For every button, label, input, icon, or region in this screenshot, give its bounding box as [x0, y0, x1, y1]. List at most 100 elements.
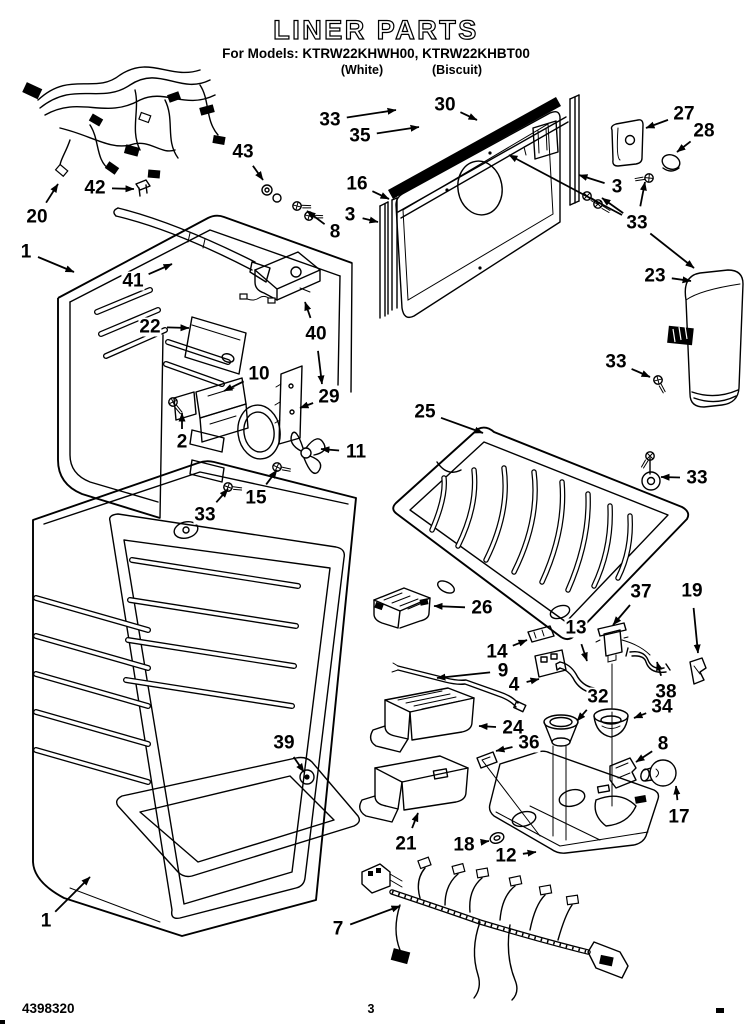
part-label-8: 8: [656, 733, 670, 755]
part-label-43: 43: [231, 141, 255, 163]
part-label-35: 35: [348, 125, 372, 147]
leader-arrow-3: [362, 216, 379, 224]
part-label-36: 36: [517, 732, 541, 754]
part-label-1: 1: [39, 910, 53, 932]
part-label-2: 2: [175, 431, 189, 453]
part-label-30: 30: [433, 94, 457, 116]
part-label-18: 18: [452, 834, 476, 856]
leader-arrow-28: [676, 140, 692, 153]
leader-arrow-16: [372, 190, 390, 200]
part-label-42: 42: [83, 177, 107, 199]
leader-arrow-37: [612, 604, 631, 626]
part-label-33: 33: [604, 351, 628, 373]
part-support-12: [488, 750, 660, 854]
part-bracket-27: [610, 119, 644, 167]
leader-arrow-33: [346, 107, 397, 119]
leader-arrow-34: [633, 711, 647, 719]
leader-arrow-3: [578, 174, 605, 184]
leader-arrow-11: [320, 446, 340, 454]
part-plate-22: [184, 293, 276, 375]
leader-arrow-20: [45, 183, 59, 204]
part-label-39: 39: [272, 732, 296, 754]
variant-white: (White): [341, 63, 383, 77]
page-title: LINER PARTS: [273, 15, 479, 45]
leader-arrow-7: [349, 905, 401, 926]
part-label-38: 38: [654, 681, 678, 703]
leader-arrow-17: [673, 785, 681, 801]
leader-arrow-19: [692, 607, 701, 654]
part-plug-button-28: [661, 154, 681, 172]
part-label-20: 20: [25, 206, 49, 228]
leader-arrow-39: [292, 756, 305, 773]
part-control-cluster: [527, 622, 707, 841]
part-label-11: 11: [344, 441, 368, 463]
leader-arrow-26: [433, 602, 466, 610]
part-clip-42: [135, 179, 151, 197]
leader-arrow-30: [460, 111, 478, 121]
leader-arrow-40: [317, 350, 325, 385]
leader-arrow-24: [478, 723, 497, 730]
part-label-17: 17: [667, 806, 691, 828]
leader-arrow-9: [436, 671, 491, 681]
leader-arrow-38: [656, 661, 663, 676]
part-label-26: 26: [470, 597, 494, 619]
page-number: 3: [368, 1002, 375, 1016]
leader-arrow-33: [508, 154, 623, 216]
leader-arrow-23: [671, 276, 692, 284]
leader-arrow-32: [576, 709, 588, 722]
leader-arrow-36: [495, 745, 513, 753]
part-back-panel: [379, 94, 580, 319]
leader-arrow-40: [304, 301, 312, 319]
leader-arrow-13: [580, 643, 588, 662]
leader-arrow-41: [148, 263, 173, 276]
leader-arrow-8: [635, 750, 653, 763]
part-label-33: 33: [318, 109, 342, 131]
part-label-10: 10: [247, 363, 271, 385]
part-wiring-harness-top: [22, 66, 226, 179]
variant-biscuit: (Biscuit): [432, 63, 482, 77]
models-line: For Models: KTRW22KHWH00, KTRW22KHBT00: [222, 46, 530, 61]
leader-arrow-33: [660, 473, 681, 481]
part-tube-9: [391, 662, 527, 713]
part-label-25: 25: [413, 401, 437, 423]
part-label-16: 16: [345, 173, 369, 195]
part-label-15: 15: [244, 487, 268, 509]
leader-arrow-33: [649, 232, 695, 269]
leader-arrow-8: [306, 210, 326, 225]
part-label-21: 21: [394, 833, 418, 855]
leader-arrow-4: [526, 677, 540, 685]
leader-arrow-14: [512, 639, 528, 647]
part-label-33: 33: [685, 467, 709, 489]
part-label-23: 23: [643, 265, 667, 287]
part-label-32: 32: [586, 686, 610, 708]
part-wiring-harness-bottom: [361, 856, 629, 1001]
leader-arrow-18: [480, 838, 490, 846]
part-duct-24: [369, 687, 475, 753]
leader-arrow-12: [522, 849, 537, 857]
part-duct-21: [359, 755, 469, 823]
part-label-34: 34: [650, 696, 674, 718]
part-label-22: 22: [138, 316, 162, 338]
leader-arrow-25: [440, 416, 484, 434]
part-label-7: 7: [331, 918, 345, 940]
part-label-33: 33: [625, 212, 649, 234]
part-label-29: 29: [317, 386, 341, 408]
part-label-19: 19: [680, 580, 704, 602]
leader-arrow-42: [111, 185, 135, 193]
leader-arrow-21: [411, 812, 419, 829]
leader-arrow-22: [166, 324, 190, 332]
leader-arrow-29: [299, 401, 314, 409]
part-lamp-housing: [254, 251, 321, 301]
leader-arrow-33: [631, 368, 651, 378]
part-lower-liner: [32, 460, 361, 937]
part-label-12: 12: [494, 845, 518, 867]
part-block-26: [373, 587, 431, 629]
leader-arrow-27: [645, 119, 669, 129]
part-plate-36: [476, 751, 541, 837]
print-mark-left: [0, 1020, 5, 1024]
part-label-28: 28: [692, 120, 716, 142]
part-label-8: 8: [328, 221, 342, 243]
